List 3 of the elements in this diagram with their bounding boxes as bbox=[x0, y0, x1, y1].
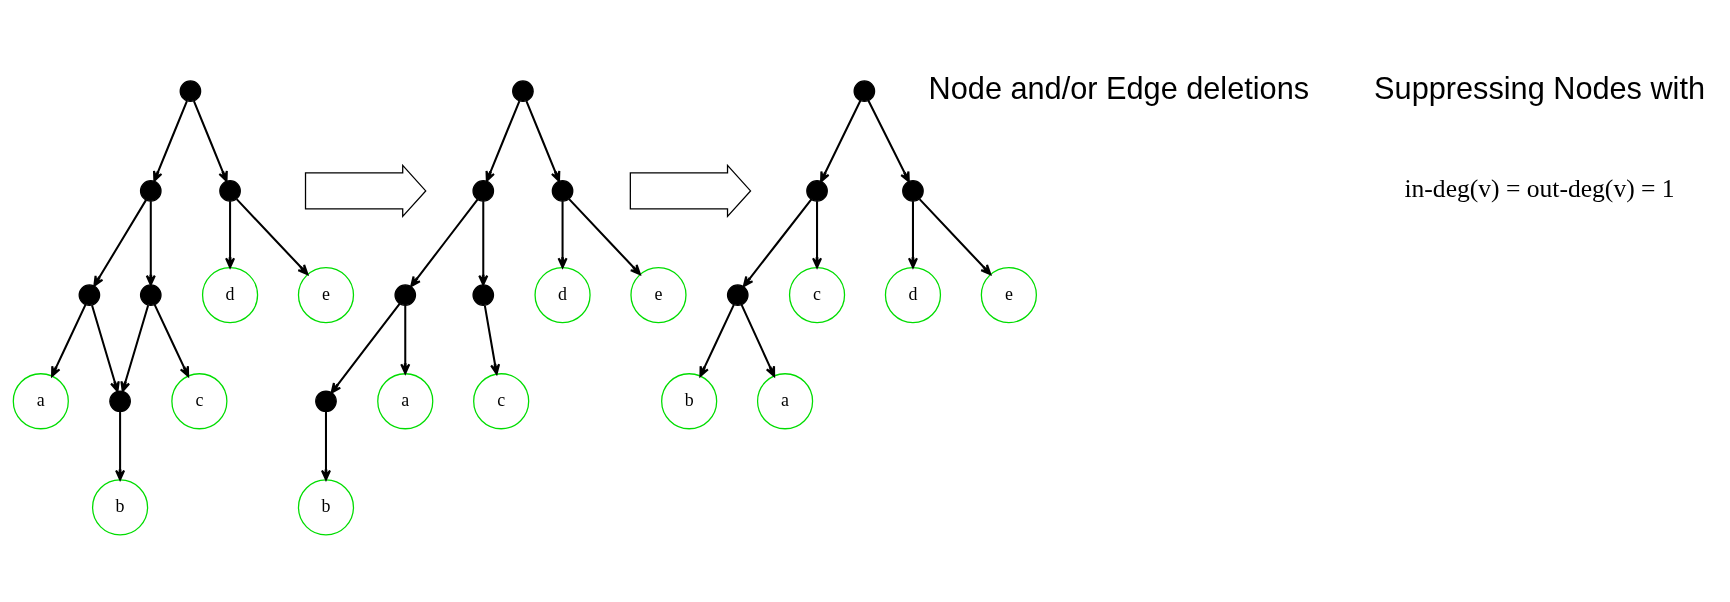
label: Node and/or Edge deletions bbox=[928, 70, 1310, 106]
label: Suppressing Nodes with bbox=[1374, 70, 1706, 106]
label: in-deg(v) = out-deg(v) = 1 bbox=[1404, 173, 1675, 203]
